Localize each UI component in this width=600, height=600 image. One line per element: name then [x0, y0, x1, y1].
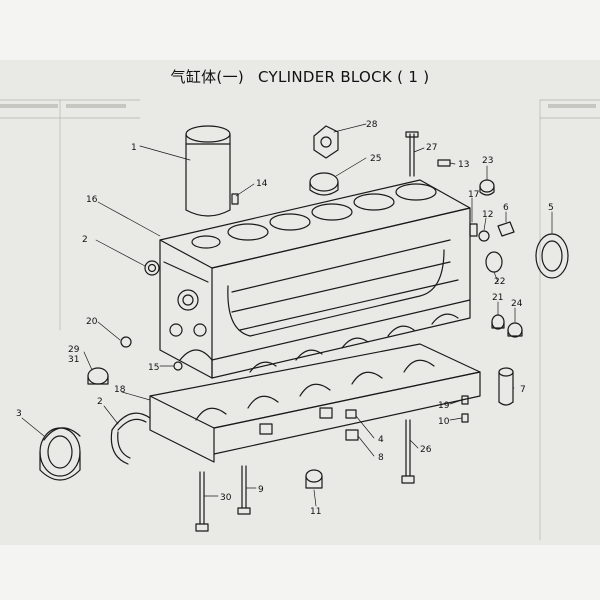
callout-12: 12: [482, 210, 493, 220]
stud-part-27: [405, 131, 419, 177]
callout-10: 10: [438, 417, 450, 427]
pin-part-14: [231, 193, 239, 205]
callout-18: 18: [114, 385, 126, 395]
title-chinese: 气缸体(一): [170, 68, 245, 86]
callout-14: 14: [256, 179, 268, 189]
bolt-part-9: [237, 465, 251, 515]
seal-ring-part-5: [535, 233, 569, 279]
callout-8: 8: [378, 453, 384, 463]
callout-24: 24: [511, 299, 523, 309]
fitting-part-10: [461, 413, 469, 423]
callout-26: 26: [420, 445, 432, 455]
cup-plug-part-25: [309, 172, 339, 196]
bolt-part-26: [401, 419, 415, 484]
callout-28: 28: [366, 120, 378, 130]
rear-seal-part-3: [39, 427, 81, 481]
callout-9: 9: [258, 485, 264, 495]
part-8: [345, 429, 359, 441]
callout-3: 3: [16, 409, 22, 419]
catalog-sheet: [0, 60, 600, 545]
fitting-part-12: [478, 230, 490, 242]
plug-part-22: [485, 251, 503, 273]
callout-29: 29: [68, 345, 80, 355]
fitting-part-6: [497, 221, 515, 237]
callout-1: 1: [131, 143, 137, 153]
plug-part-23: [479, 179, 495, 196]
fitting-part-17: [469, 223, 478, 237]
page-title: 气缸体(一) CYLINDER BLOCK ( 1 ): [0, 66, 600, 87]
callout-labels: 1 2 2 3 4 5 6 7 8 9 10 11 12 13 14 15 16…: [16, 120, 554, 517]
nut-part-20: [120, 336, 132, 348]
callout-30: 30: [220, 493, 232, 503]
plug-part-11: [305, 469, 323, 489]
callout-15: 15: [148, 363, 159, 373]
sleeve-part-7: [498, 367, 514, 406]
bushing-part-21: [491, 314, 505, 330]
title-sheet-number: ( 1 ): [397, 68, 430, 86]
bushing-part-29-31: [87, 367, 109, 385]
callout-6: 6: [503, 203, 509, 213]
callout-4: 4: [378, 435, 384, 445]
callout-2-lower: 2: [97, 397, 103, 407]
leader-lines: [21, 123, 553, 507]
part-4: [345, 409, 357, 419]
cylinder-liner-part-1: [185, 125, 231, 217]
bracket-part-28: [313, 125, 339, 159]
bolt-part-30: [195, 471, 209, 532]
callout-19: 19: [438, 401, 450, 411]
ghost-table: [0, 99, 600, 541]
title-english: CYLINDER BLOCK: [258, 68, 393, 86]
callout-27: 27: [426, 143, 437, 153]
callout-7: 7: [520, 385, 526, 395]
ghost-table-text: [0, 104, 596, 108]
callout-20: 20: [86, 317, 98, 327]
callout-31: 31: [68, 355, 79, 365]
callout-16: 16: [86, 195, 98, 205]
fitting-part-15: [173, 361, 183, 371]
bearing-ladder-part-18: [149, 343, 481, 463]
callout-2-upper: 2: [82, 235, 88, 245]
bushing-part-24: [507, 322, 523, 338]
callout-21: 21: [492, 293, 503, 303]
callout-25: 25: [370, 154, 381, 164]
callout-5: 5: [548, 203, 554, 213]
callout-23: 23: [482, 156, 493, 166]
callout-17: 17: [468, 190, 479, 200]
callout-11: 11: [310, 507, 321, 517]
cylinder-block-part-16: [159, 179, 471, 379]
plug-part-2-upper: [144, 260, 160, 276]
callout-13: 13: [458, 160, 469, 170]
callout-22: 22: [494, 277, 505, 287]
thrust-washer-part-2-lower: [110, 412, 151, 465]
plug-part-13: [437, 159, 451, 167]
